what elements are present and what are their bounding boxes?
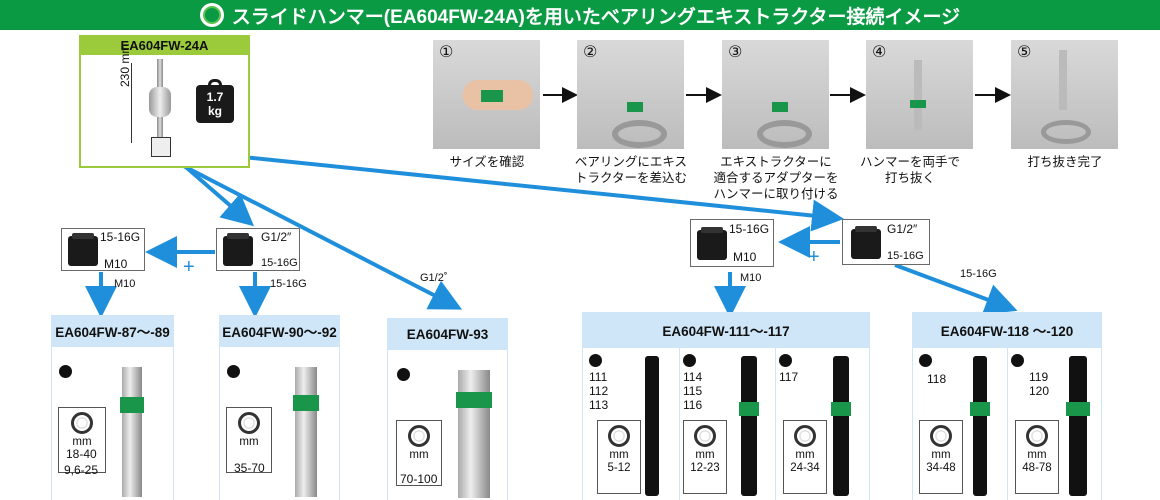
weight-value: 1.7 [206, 90, 224, 104]
step-3-caption: エキストラクターに適合するアダプターをハンマーに取り付ける [713, 155, 839, 201]
weight-unit: kg [207, 104, 222, 118]
bearing-range-card: mm [58, 407, 106, 473]
star-symbol-icon [1011, 354, 1024, 367]
hammer-weight-icon [149, 87, 171, 117]
plus-left: + [183, 256, 195, 278]
plus-right: + [808, 246, 820, 268]
extractor-icon [741, 356, 757, 496]
adapter-icon [697, 227, 727, 260]
slot-symbol-icon [589, 354, 602, 367]
arrow-label-1516-right: 15-16G [960, 268, 997, 280]
step-5-caption: 打ち抜き完了 [1027, 155, 1103, 169]
hammer-length: 230 mm [118, 43, 132, 87]
step-4-photo: ④ [866, 40, 973, 149]
adapter-right-b: G1/2″ 15-16G [842, 219, 930, 265]
extractor-icon [645, 356, 659, 496]
arrow-label-m10-left: M10 [114, 278, 136, 290]
weight-icon [196, 85, 234, 123]
group-90-92-header: EA604FW-90～-92 [219, 315, 340, 347]
slide-hammer-box: EA604FW-24A 230 mm 1.7 kg [79, 35, 250, 168]
tripod-symbol-icon [683, 354, 696, 367]
bearing-range-card: mm [226, 407, 272, 473]
group-111-117-header: EA604FW-111～-117 [582, 312, 870, 348]
step-4-caption: ハンマーを両手で打ち抜く [859, 155, 960, 185]
bearing-icon [71, 412, 93, 434]
slot-symbol-icon [397, 368, 410, 381]
hammer-model: EA604FW-24A [81, 37, 248, 55]
slot-symbol-icon [59, 365, 72, 378]
group-87-89-body: mm 18-40 9,6-25 [51, 347, 174, 500]
bearing-icon [238, 412, 260, 434]
arrow-to-right-adapter [174, 148, 844, 232]
adapter-right-a: 15-16G M10 [690, 219, 774, 267]
step-2-photo: ② [577, 40, 684, 149]
extractor-icon [1069, 356, 1087, 496]
group-87-89-header: EA604FW-87～-89 [51, 315, 174, 347]
step-5-photo: ⑤ [1011, 40, 1118, 149]
title-bar: スライドハンマー(EA604FW-24A)を用いたベアリングエキストラクター接続… [0, 0, 1160, 30]
step-1-caption: サイズを確認 [449, 155, 525, 169]
step-3-photo: ③ [722, 40, 829, 149]
extractor-icon [122, 367, 142, 497]
adapter-icon [223, 233, 253, 266]
blue-arrows [85, 148, 1018, 318]
adapter-left-a: 15-16G M10 [61, 228, 145, 271]
group-90-92-body: mm 35-70 [219, 347, 340, 500]
extractor-icon [458, 370, 490, 498]
group-93-header: EA604FW-93 [387, 318, 508, 350]
adapter-left-b: G1/2″ 15-16G [216, 228, 300, 271]
cross-symbol-icon [779, 354, 792, 367]
arrow-label-1516-left: 15-16G [270, 278, 307, 290]
arrow-to-ea604fw-93 [171, 158, 463, 310]
step-1-photo: ① [433, 40, 540, 149]
arrow-label-m10-right: M10 [740, 272, 762, 284]
bearing-icon [408, 425, 430, 447]
dimension-line [131, 63, 132, 143]
brand-logo-icon [199, 3, 224, 27]
extractor-icon [295, 367, 317, 497]
group-93-body: mm 70-100 [387, 350, 508, 500]
bearing-range-card: mm [396, 420, 442, 486]
cross-symbol-icon [919, 354, 932, 367]
step-2-caption: ベアリングにエキストラクターを差込む [574, 155, 688, 185]
arrow-down-118 [894, 263, 1018, 315]
arrow-label-g12: G1/2˚ [420, 272, 448, 284]
adapter-icon [68, 233, 98, 266]
extractor-icon [973, 356, 987, 496]
hammer-adapter-end-icon [151, 137, 171, 157]
extractor-icon [833, 356, 849, 496]
slot-symbol-icon [227, 365, 240, 378]
page-title: スライドハンマー(EA604FW-24A)を用いたベアリングエキストラクター接続… [231, 6, 961, 28]
step-number: ① [439, 44, 454, 61]
group-118-120-header: EA604FW-118 ～-120 [912, 312, 1102, 348]
adapter-icon [851, 226, 881, 259]
